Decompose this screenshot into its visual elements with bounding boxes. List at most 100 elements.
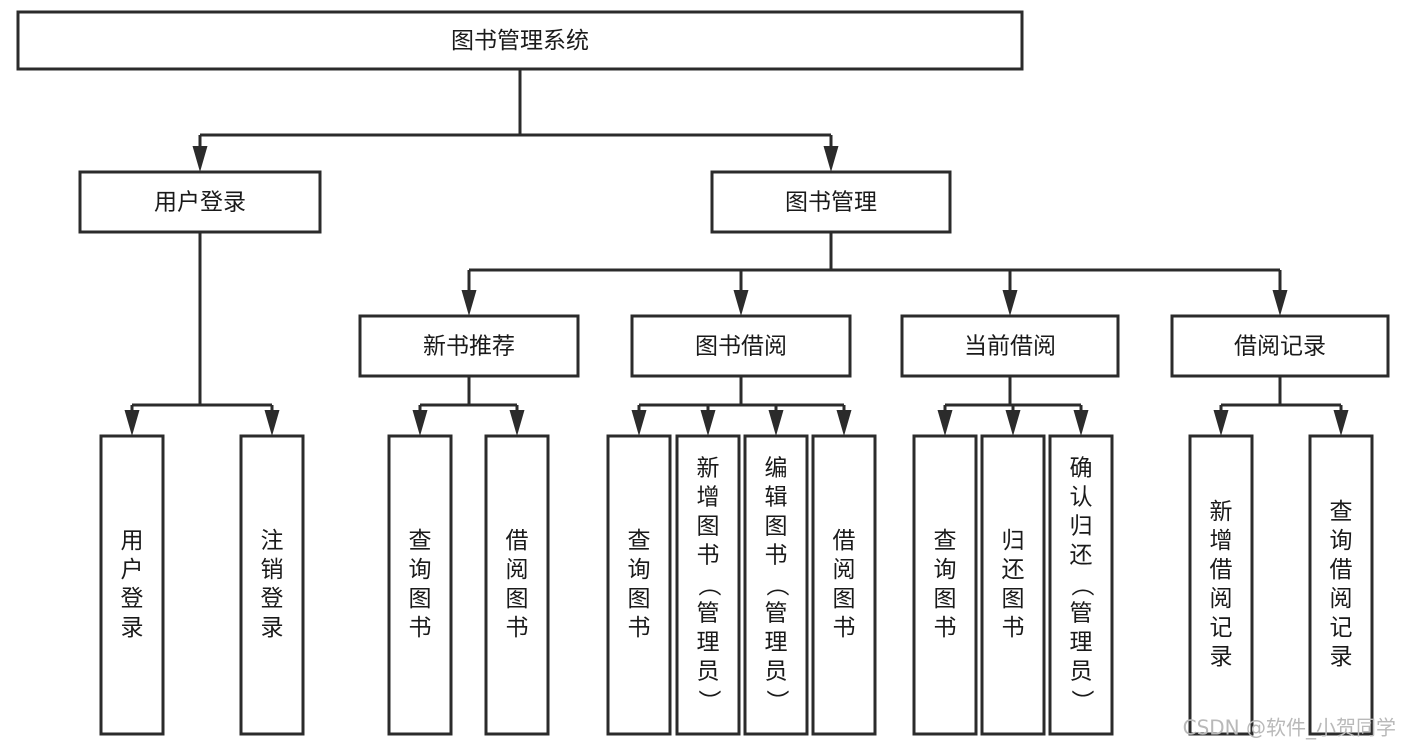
arrow-head-icon [1272, 290, 1288, 316]
node-box-current-borrow[interactable] [900, 314, 1120, 378]
node-label-char: 查 [409, 528, 432, 554]
node-box-root[interactable] [16, 10, 1024, 71]
node-box-borrow-record[interactable] [1170, 314, 1390, 378]
edges-layer [124, 69, 1349, 436]
arrow-head-icon [733, 290, 749, 316]
node-label-char: 图 [506, 586, 529, 612]
node-box-leaf-query-book-3[interactable] [912, 434, 978, 736]
node-label-char: 销 [261, 557, 284, 583]
node-book-borrow[interactable]: 图书借阅 [630, 314, 852, 378]
node-label-char: 图 [409, 586, 432, 612]
node-label-char: 编 [765, 456, 788, 482]
node-box-leaf-add-book[interactable] [675, 434, 741, 736]
node-label-char: 员 [1070, 659, 1093, 685]
node-label-book-borrow: 图书借阅 [695, 334, 787, 360]
node-label-char: 查 [628, 528, 651, 554]
node-box-leaf-query-book-2[interactable] [606, 434, 672, 736]
arrow-head-icon [1333, 410, 1349, 436]
node-label-char: 查 [1330, 499, 1353, 525]
arrow-head-icon [631, 410, 647, 436]
node-box-leaf-user-login[interactable] [99, 434, 165, 736]
arrow-head-icon [509, 410, 525, 436]
node-label-char: 书 [765, 543, 788, 569]
node-label-char: 认 [1070, 485, 1093, 511]
node-book-manage[interactable]: 图书管理 [710, 170, 952, 234]
node-label-char: 询 [409, 557, 432, 583]
node-label-char: （ [696, 574, 722, 597]
node-label-char: ） [1069, 690, 1095, 713]
node-box-leaf-query-book-1[interactable] [387, 434, 453, 736]
arrow-head-icon [1005, 410, 1021, 436]
node-box-leaf-borrow-book-1[interactable] [484, 434, 550, 736]
node-label-char: 书 [1002, 615, 1025, 641]
arrow-head-icon [836, 410, 852, 436]
node-box-leaf-edit-book[interactable] [743, 434, 809, 736]
node-label-char: 新 [697, 456, 720, 482]
node-label-char: 登 [261, 586, 284, 612]
node-label-char: 归 [1070, 514, 1093, 540]
node-label-char: 员 [765, 659, 788, 685]
edge-group-book-manage-children [461, 232, 1288, 316]
node-label-char: 户 [121, 557, 144, 583]
node-label-char: 记 [1210, 615, 1233, 641]
edge-group-user-login-children [124, 232, 280, 436]
node-label-char: 书 [697, 543, 720, 569]
node-box-leaf-logout[interactable] [239, 434, 305, 736]
node-label-char: 录 [1210, 644, 1233, 670]
node-box-leaf-confirm-return[interactable] [1048, 434, 1114, 736]
node-label-char: 书 [628, 615, 651, 641]
node-new-book-recommend[interactable]: 新书推荐 [358, 314, 580, 378]
node-box-leaf-add-borrow-record[interactable] [1188, 434, 1254, 736]
node-label-char: 管 [765, 601, 788, 627]
node-box-book-borrow[interactable] [630, 314, 852, 378]
arrow-head-icon [412, 410, 428, 436]
node-label-char: 图 [628, 586, 651, 612]
node-label-root: 图书管理系统 [451, 28, 589, 54]
node-label-char: 书 [409, 615, 432, 641]
node-current-borrow[interactable]: 当前借阅 [900, 314, 1120, 378]
node-label-char: 书 [934, 615, 957, 641]
node-label-char: 查 [934, 528, 957, 554]
node-label-char: 阅 [833, 557, 856, 583]
node-box-leaf-return-book[interactable] [980, 434, 1046, 736]
node-label-char: 理 [697, 630, 720, 656]
node-label-leaf-user-login: 用户登录 [121, 528, 144, 641]
node-leaf-user-login[interactable]: 用户登录 [99, 434, 165, 736]
node-box-book-manage[interactable] [710, 170, 952, 234]
node-label-char: 管 [1070, 601, 1093, 627]
edge-group-root-children [192, 69, 839, 172]
node-label-char: 询 [628, 557, 651, 583]
node-box-user-login[interactable] [78, 170, 322, 234]
node-borrow-record[interactable]: 借阅记录 [1170, 314, 1390, 378]
node-label-char: 书 [506, 615, 529, 641]
node-label-book-manage: 图书管理 [785, 190, 877, 216]
node-label-char: 阅 [1330, 586, 1353, 612]
node-box-new-book-recommend[interactable] [358, 314, 580, 378]
node-label-char: 书 [833, 615, 856, 641]
node-label-user-login: 用户登录 [154, 190, 246, 216]
node-label-char: 录 [121, 615, 144, 641]
node-root[interactable]: 图书管理系统 [16, 10, 1024, 71]
node-user-login[interactable]: 用户登录 [78, 170, 322, 234]
node-label-char: （ [1069, 574, 1095, 597]
node-label-char: 理 [765, 630, 788, 656]
node-box-leaf-borrow-book-2[interactable] [811, 434, 877, 736]
node-label-char: 还 [1070, 543, 1093, 569]
node-box-leaf-query-borrow-record[interactable] [1308, 434, 1374, 736]
